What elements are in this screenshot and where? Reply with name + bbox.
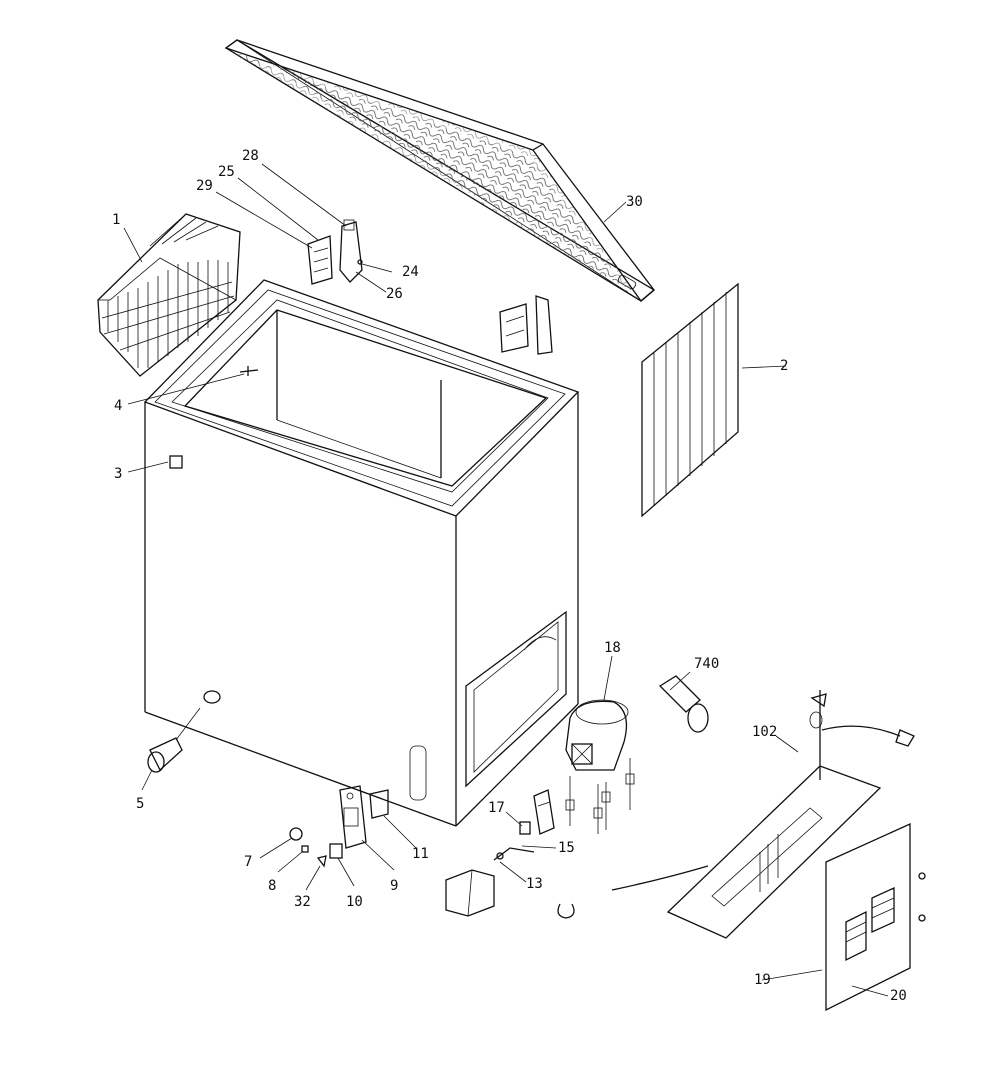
callout-32: 32 [294,894,311,910]
leader-lines [123,163,889,997]
knob [289,827,303,841]
callout-740: 740 [694,656,719,672]
wire-clip [557,903,575,919]
callout-9: 9 [390,878,398,894]
lid [224,39,656,302]
callout-5: 5 [136,796,144,812]
side-grille [825,822,926,1012]
capacitor-box [445,869,495,917]
part-8 [301,845,309,853]
callout-29: 29 [196,178,213,194]
overload-bracket [533,789,555,835]
drier [658,675,709,733]
callout-3: 3 [114,466,122,482]
callout-2: 2 [780,358,788,374]
part-32 [316,855,327,868]
callout-26: 26 [386,286,403,302]
relay [519,821,531,835]
callout-7: 7 [244,854,252,870]
cabinet [143,279,580,827]
part-3 [169,455,183,469]
callout-30: 30 [626,194,643,210]
callout-19: 19 [754,972,771,988]
basket [97,213,241,377]
callout-10: 10 [346,894,363,910]
compressor [565,699,635,834]
starter-wire [493,847,535,861]
callout-11: 11 [412,846,429,862]
callout-28: 28 [242,148,259,164]
callout-20: 20 [890,988,907,1004]
base-plate [611,690,915,939]
callout-102: 102 [752,724,777,740]
callout-25: 25 [218,164,235,180]
hinge-right [499,295,553,355]
callout-8: 8 [268,878,276,894]
callout-24: 24 [402,264,419,280]
callout-17: 17 [488,800,505,816]
back-panel [641,282,739,518]
part-10 [329,843,343,859]
drain-plug [147,707,201,773]
thermostat-bracket [339,785,389,849]
part-4 [239,366,259,376]
callout-18: 18 [604,640,621,656]
hinge-left [307,219,363,285]
callout-15: 15 [558,840,575,856]
callout-1: 1 [112,212,120,228]
callout-13: 13 [526,876,543,892]
callout-4: 4 [114,398,122,414]
